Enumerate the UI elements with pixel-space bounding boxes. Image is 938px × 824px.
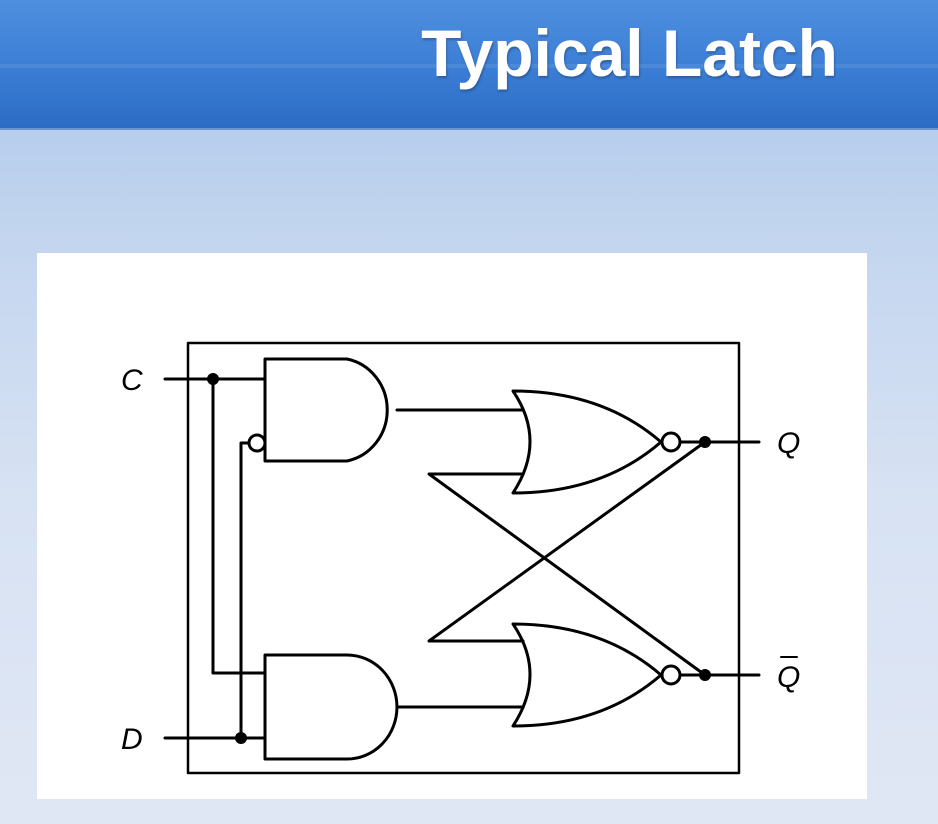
- junction-dot-d: [235, 732, 247, 744]
- junction-dot-c: [207, 373, 219, 385]
- wire-c-branch: [211, 377, 267, 675]
- nor-gate-lower: [511, 622, 663, 728]
- nor-bubble-lower: [660, 664, 682, 686]
- label-d: D: [121, 723, 143, 756]
- nor-bubble-upper: [660, 431, 682, 453]
- slide-header: Typical Latch: [0, 0, 938, 130]
- slide-title: Typical Latch: [421, 16, 838, 90]
- latch-diagram-panel: C D Q Q: [37, 253, 867, 799]
- inverter-bubble-d: [247, 433, 267, 453]
- wire-d-branch: [239, 441, 252, 740]
- wire-feedback-to-lower-nor: [427, 440, 707, 643]
- header-band: [0, 64, 938, 68]
- and-gate-upper: [263, 357, 389, 463]
- and-gate-lower: [263, 653, 399, 761]
- latch-enclosure: [186, 341, 741, 775]
- label-q-bar: Q: [777, 661, 800, 694]
- junction-dot-qbar: [699, 669, 711, 681]
- junction-dot-q: [699, 436, 711, 448]
- label-q: Q: [777, 427, 800, 460]
- label-c: C: [121, 364, 143, 397]
- latch-circuit: C D Q Q: [121, 341, 800, 775]
- wire-feedback-to-upper-nor: [427, 472, 707, 677]
- nor-gate-upper: [511, 389, 663, 495]
